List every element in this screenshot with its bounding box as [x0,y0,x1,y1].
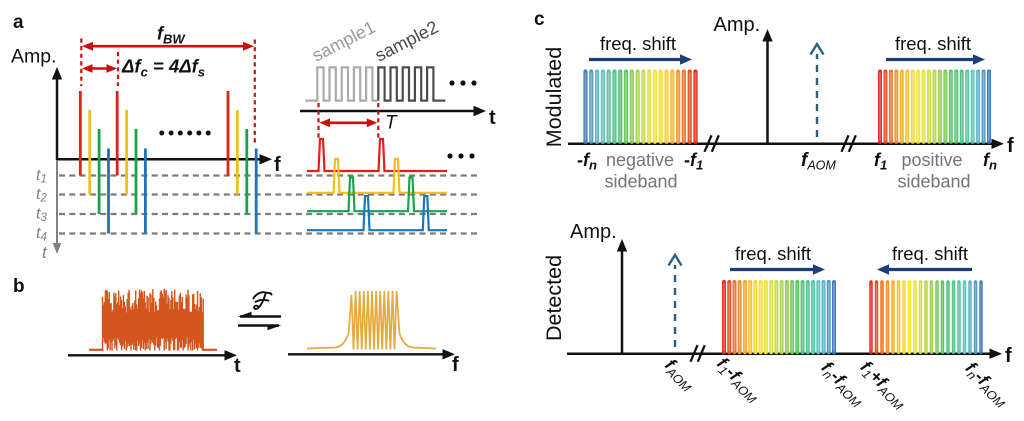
svg-text:Amp.: Amp. [714,14,761,36]
svg-text:Amp.: Amp. [570,221,617,243]
svg-text:b: b [13,276,25,297]
svg-text:sideband: sideband [604,172,677,192]
svg-text:t: t [42,243,48,262]
svg-text:t4: t4 [36,225,47,244]
svg-text:f: f [452,354,459,376]
svg-text:freq. shift: freq. shift [892,243,968,264]
svg-text:Amp.: Amp. [11,46,57,68]
svg-text:Modulated: Modulated [542,47,566,147]
svg-text:t2: t2 [36,186,47,205]
svg-text:a: a [13,12,24,33]
svg-text:f: f [274,154,281,176]
svg-text:c: c [534,9,545,30]
svg-text:freq. shift: freq. shift [600,33,676,54]
svg-text:positive: positive [901,150,962,170]
svg-text:T: T [385,113,398,134]
svg-text:sideband: sideband [897,172,970,192]
svg-text:Detected: Detected [542,255,566,341]
svg-text:Δfc = 4Δfs: Δfc = 4Δfs [121,56,205,80]
svg-text:t1: t1 [36,167,47,186]
svg-text:f: f [1005,345,1012,367]
svg-text:f: f [1007,135,1014,157]
svg-text:t: t [489,107,496,129]
svg-text:freq. shift: freq. shift [895,33,971,54]
svg-text:negative: negative [606,150,674,170]
svg-text:t: t [234,355,241,377]
svg-text:freq. shift: freq. shift [735,243,811,264]
svg-text:t3: t3 [36,206,47,225]
